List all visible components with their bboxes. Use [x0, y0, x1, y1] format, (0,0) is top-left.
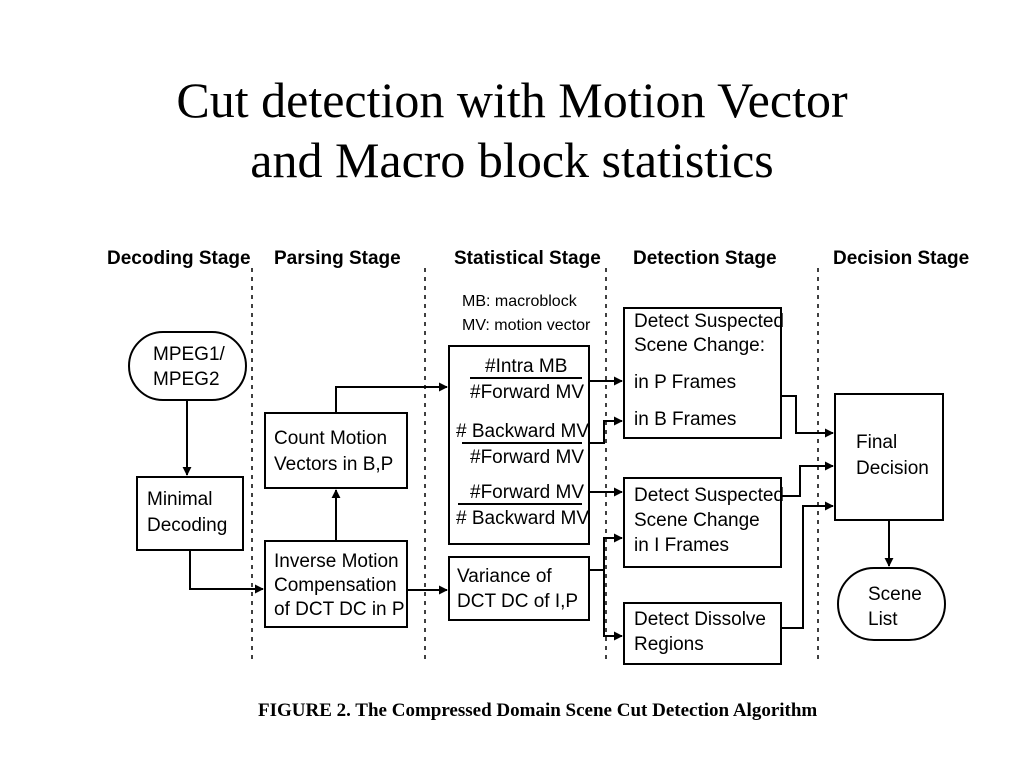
i-label-2: Scene Change	[634, 510, 760, 531]
detect-dissolve-box: Detect Dissolve Regions	[623, 602, 782, 665]
inverse-label-1: Inverse Motion	[274, 551, 399, 572]
i-label-1: Detect Suspected	[634, 485, 784, 506]
arrow-variance-to-i	[589, 533, 623, 571]
stage-decoding: Decoding Stage	[107, 248, 251, 269]
pb-label-4: in B Frames	[634, 409, 736, 430]
detect-suspected-i-box: Detect Suspected Scene Change in I Frame…	[623, 477, 784, 568]
minimal-decoding-box: Minimal Decoding	[136, 476, 244, 551]
stage-detection: Detection Stage	[633, 248, 777, 269]
figure-caption: FIGURE 2. The Compressed Domain Scene Cu…	[258, 700, 817, 721]
scene-list-node: Scene List	[837, 567, 946, 641]
pb-label-3: in P Frames	[634, 372, 736, 393]
ratio-2-numerator: # Backward MV	[456, 421, 589, 442]
count-label-1: Count Motion	[274, 428, 387, 449]
title-line-1: Cut detection with Motion Vector	[176, 72, 848, 128]
scene-list-label-2: List	[868, 609, 898, 630]
legend-macroblock: MB: macroblock	[462, 293, 578, 310]
statistics-box: #Intra MB #Forward MV # Backward MV #For…	[448, 345, 590, 545]
dissolve-label-1: Detect Dissolve	[634, 609, 766, 630]
ratio-3-numerator: #Forward MV	[470, 482, 584, 503]
stage-statistical: Statistical Stage	[454, 248, 601, 269]
pb-label-1: Detect Suspected	[634, 311, 784, 332]
mpeg-label-2: MPEG2	[153, 369, 220, 390]
arrow-variance-to-dissolve	[603, 570, 623, 641]
arrow-count-to-statistics	[335, 382, 448, 413]
ratio-2-denominator: #Forward MV	[470, 447, 584, 468]
ratio-3-denominator: # Backward MV	[456, 508, 589, 529]
connectors	[182, 376, 894, 641]
arrow-i-to-final	[781, 461, 834, 497]
minimal-label-2: Decoding	[147, 515, 227, 536]
minimal-label-1: Minimal	[147, 489, 212, 510]
arrow-ratio2-to-b	[589, 416, 623, 444]
ratio-1-denominator: #Forward MV	[470, 382, 584, 403]
title-line-2: and Macro block statistics	[250, 132, 774, 188]
stage-decision: Decision Stage	[833, 248, 969, 269]
arrow-minimal-to-inverse	[189, 550, 264, 594]
pb-label-2: Scene Change:	[634, 335, 765, 356]
stage-dividers	[251, 268, 819, 662]
mpeg-label-1: MPEG1/	[153, 344, 226, 365]
variance-box: Variance of DCT DC of I,P	[448, 556, 590, 621]
arrow-pb-to-final	[781, 395, 834, 438]
dissolve-label-2: Regions	[634, 634, 704, 655]
inverse-motion-box: Inverse Motion Compensation of DCT DC in…	[264, 540, 408, 628]
final-decision-box: Final Decision	[834, 393, 944, 521]
inverse-label-2: Compensation	[274, 575, 397, 596]
inverse-label-3: of DCT DC in P	[274, 599, 405, 620]
legend-motion-vector: MV: motion vector	[462, 317, 591, 334]
stage-parsing: Parsing Stage	[274, 248, 401, 269]
scene-list-label-1: Scene	[868, 584, 922, 605]
variance-label-1: Variance of	[457, 566, 552, 587]
slide-title: Cut detection with Motion Vector and Mac…	[0, 70, 1024, 190]
variance-label-2: DCT DC of I,P	[457, 591, 578, 612]
mpeg-input-node: MPEG1/ MPEG2	[128, 331, 247, 401]
ratio-1-numerator: #Intra MB	[485, 356, 567, 377]
count-label-2: Vectors in B,P	[274, 454, 393, 475]
count-motion-vectors-box: Count Motion Vectors in B,P	[264, 412, 408, 489]
final-label-2: Decision	[856, 458, 929, 479]
i-label-3: in I Frames	[634, 535, 729, 556]
arrow-dissolve-to-final	[781, 501, 834, 629]
detect-suspected-pb-box: Detect Suspected Scene Change: in P Fram…	[623, 307, 784, 439]
final-label-1: Final	[856, 432, 897, 453]
